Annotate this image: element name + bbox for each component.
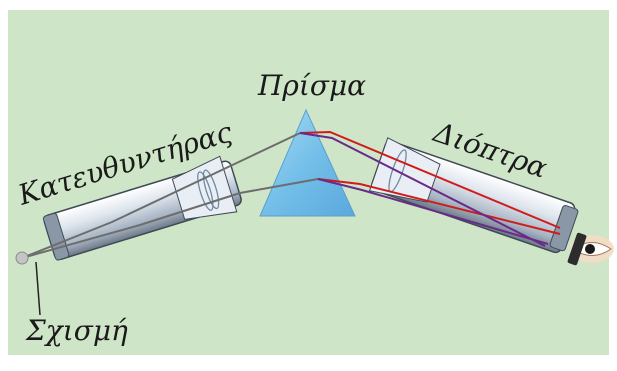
slit-source	[16, 252, 28, 264]
prism-label: Πρίσμα	[257, 69, 366, 102]
slit-label: Σχισμή	[25, 314, 128, 347]
